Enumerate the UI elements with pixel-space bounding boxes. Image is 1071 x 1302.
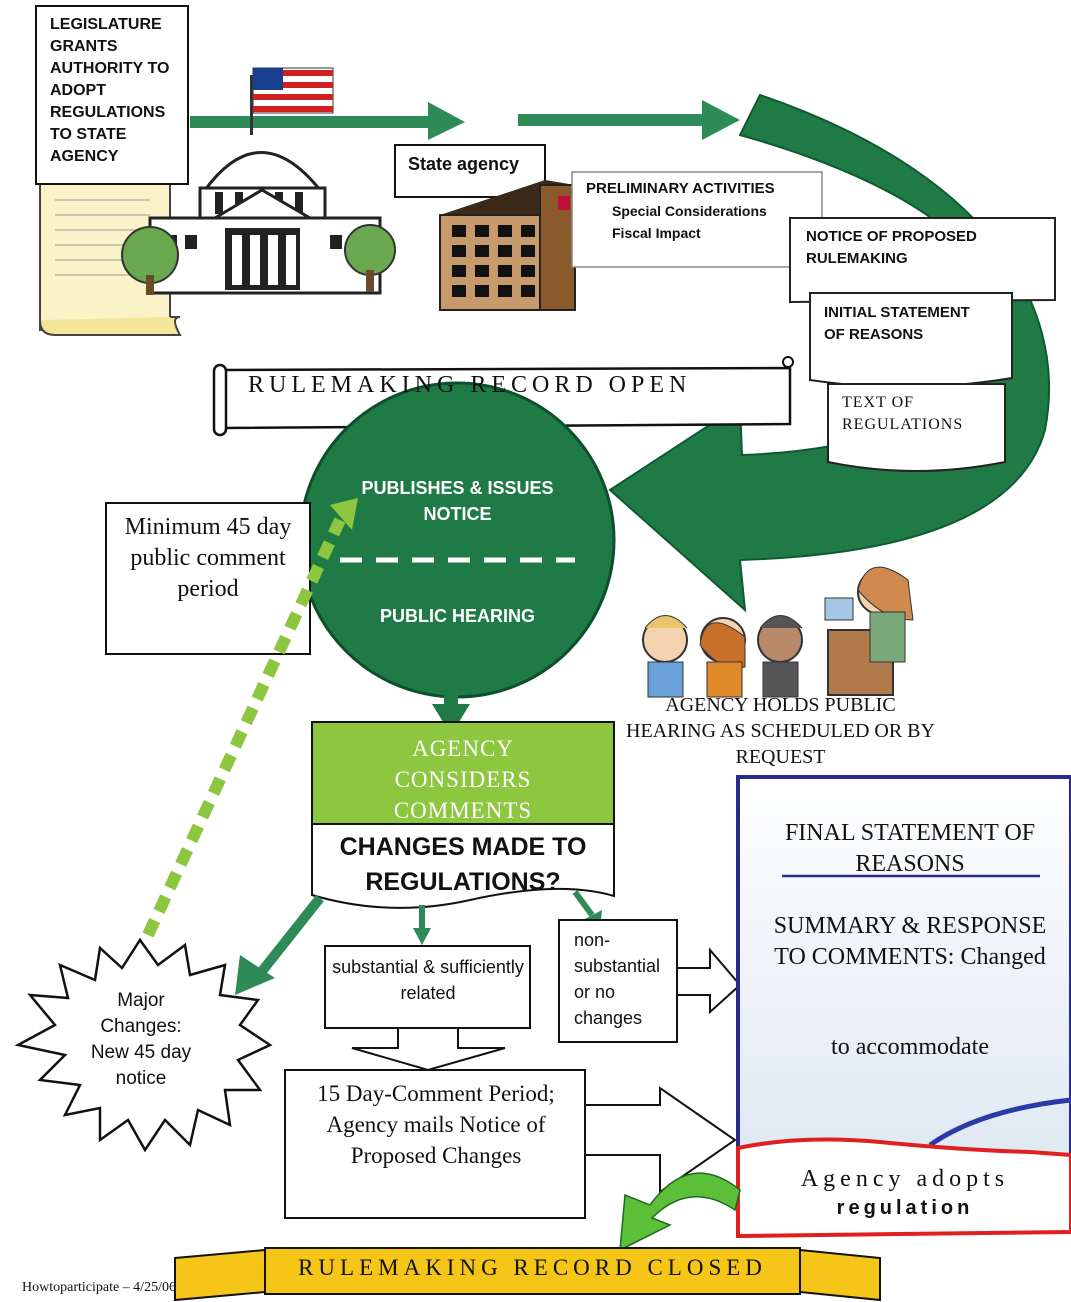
legislature-box-text: LEGISLATURE GRANTS AUTHORITY TO ADOPT RE…	[50, 16, 170, 165]
document-stack	[571, 171, 1056, 472]
final-statement-summary: SUMMARY & RESPONSE TO COMMENTS: Changed	[773, 913, 1047, 970]
record-open-text: RULEMAKING RECORD OPEN	[248, 372, 692, 398]
considers-text: AGENCY CONSIDERS COMMENTS	[393, 736, 533, 823]
record-closed-text: RULEMAKING RECORD CLOSED	[298, 1255, 767, 1280]
final-statement-accommodate: to accommodate	[831, 1034, 989, 1060]
circle-top-text: PUBLISHES & ISSUES NOTICE	[361, 478, 554, 524]
circle-bottom-text: PUBLIC HEARING	[379, 606, 535, 626]
circle-down-arrow	[432, 684, 470, 735]
substantial-frame	[324, 945, 531, 1072]
substantial-text: substantial & sufficiently related	[332, 957, 524, 1003]
footer-note: Howtoparticipate – 4/25/06	[22, 1280, 176, 1295]
adopts-line2: regulation	[836, 1197, 974, 1219]
notice-box-text: NOTICE OF PROPOSED RULEMAKING	[806, 228, 977, 267]
hearing-circle	[298, 381, 616, 699]
legislature-box-frame	[35, 5, 189, 185]
adopt-curve-arrow	[619, 1172, 741, 1252]
changes-question: CHANGES MADE TO REGULATIONS?	[339, 833, 587, 896]
hearing-caption: AGENCY HOLDS PUBLIC HEARING AS SCHEDULED…	[626, 694, 935, 768]
preliminary-title: PRELIMINARY ACTIVITIES	[586, 180, 775, 197]
state-agency-label: State agency	[408, 154, 520, 174]
major-changes-text: Major Changes: New 45 day notice	[90, 990, 192, 1089]
considers-frame	[311, 721, 615, 909]
non-substantial-text: non-substantial or no changes	[574, 930, 661, 1028]
fifteen-day-text: 15 Day-Comment Period; Agency mails Noti…	[317, 1081, 555, 1168]
preliminary-line1: Special Considerations	[612, 203, 767, 219]
comment-period-frame	[105, 502, 311, 655]
text-of-regulations: TEXT OF REGULATIONS	[842, 394, 964, 433]
renotice-dashed-arrow	[142, 498, 358, 938]
state-agency-building-illustration	[394, 144, 576, 311]
non-substantial-frame	[558, 919, 742, 1043]
fifteen-day-frame	[284, 1069, 737, 1219]
initial-statement-text: INITIAL STATEMENT OF REASONS	[824, 304, 970, 343]
major-changes-starburst	[14, 937, 273, 1153]
preliminary-line2: Fiscal Impact	[612, 225, 701, 241]
final-statement-frame	[736, 775, 1071, 1159]
capitol-building-illustration	[121, 67, 396, 295]
adopts-line1: Agency adopts	[800, 1166, 1010, 1192]
comment-period-text: Minimum 45 day public comment period	[124, 514, 292, 602]
audience-illustration	[642, 566, 914, 698]
adopts-frame	[736, 1137, 1071, 1239]
final-statement-title: FINAL STATEMENT OF REASONS	[784, 820, 1036, 877]
record-closed-banner	[174, 1247, 881, 1302]
